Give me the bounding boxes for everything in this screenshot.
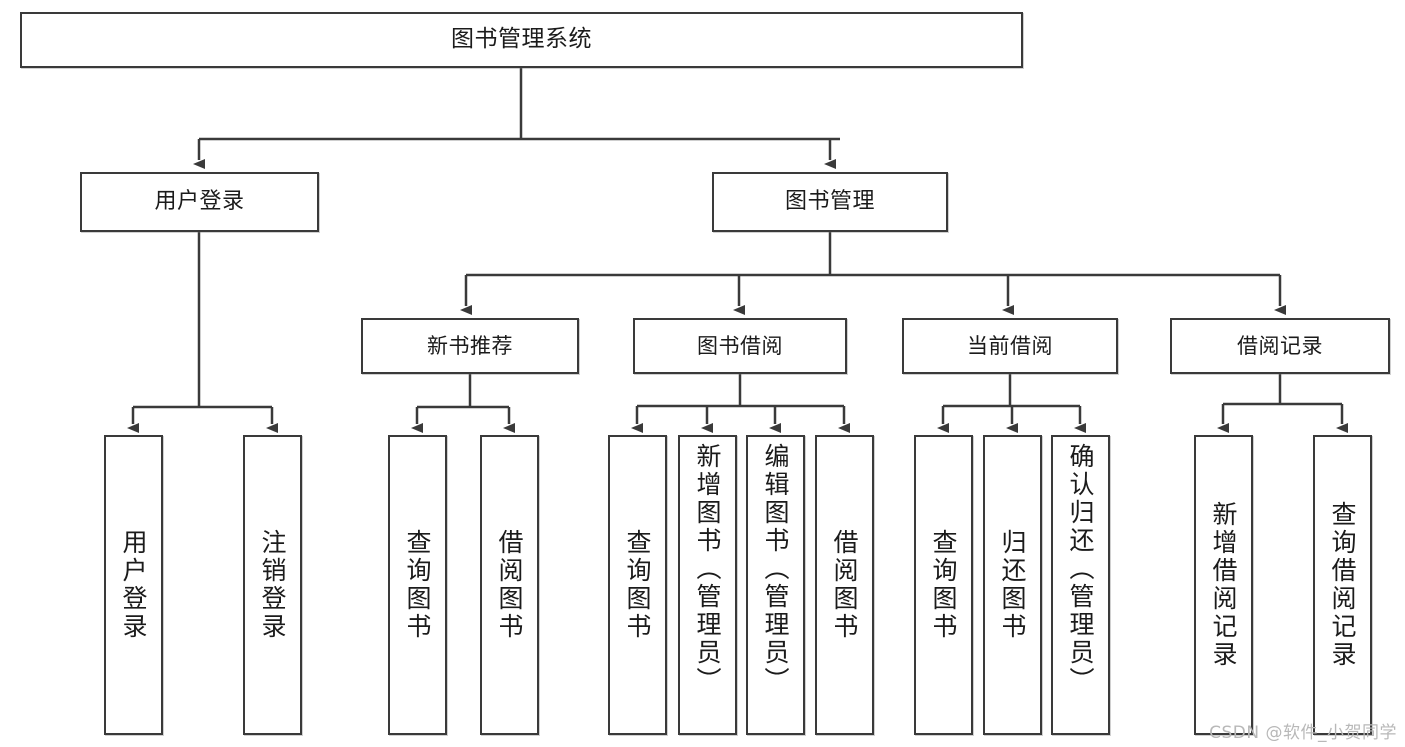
node-leaf-add-borrow-record[interactable]: 新增借阅记录	[1194, 435, 1253, 735]
node-new-book-recommend-label: 新书推荐	[427, 333, 513, 358]
leaf-text-wrap: 编辑图书（管理员）	[748, 437, 803, 733]
node-leaf-edit-book-admin[interactable]: 编辑图书（管理员）	[746, 435, 805, 735]
node-leaf-query-book-current[interactable]: 查询图书	[914, 435, 973, 735]
node-book-manage[interactable]: 图书管理	[712, 172, 948, 232]
leaf-text-wrap: 新增图书（管理员）	[680, 437, 735, 733]
leaf-text-wrap: 查询图书	[916, 437, 971, 733]
node-current-borrow-label: 当前借阅	[967, 333, 1053, 358]
node-leaf-borrow-book-recommend[interactable]: 借阅图书	[480, 435, 539, 735]
leaf-text-wrap: 新增借阅记录	[1196, 437, 1251, 733]
node-leaf-query-book-borrow-label: 查询图书	[623, 529, 652, 641]
watermark-text: CSDN @软件_小贺同学	[1209, 723, 1397, 743]
leaf-text-wrap: 用户登录	[106, 437, 161, 733]
node-current-borrow[interactable]: 当前借阅	[902, 318, 1118, 374]
node-leaf-return-book[interactable]: 归还图书	[983, 435, 1042, 735]
node-leaf-confirm-return-admin[interactable]: 确认归还（管理员）	[1051, 435, 1110, 735]
node-leaf-return-book-label: 归还图书	[998, 529, 1027, 641]
node-user-login-label: 用户登录	[154, 189, 245, 215]
node-book-manage-label: 图书管理	[784, 189, 875, 215]
node-leaf-logout-label: 注销登录	[258, 529, 287, 641]
node-borrow-record[interactable]: 借阅记录	[1170, 318, 1390, 374]
leaf-text-wrap: 查询图书	[610, 437, 665, 733]
leaf-text-wrap: 借阅图书	[817, 437, 872, 733]
node-leaf-add-borrow-record-label: 新增借阅记录	[1209, 501, 1238, 669]
leaf-text-wrap: 查询借阅记录	[1315, 437, 1370, 733]
node-leaf-query-book-recommend[interactable]: 查询图书	[388, 435, 447, 735]
node-root[interactable]: 图书管理系统	[20, 12, 1023, 68]
node-leaf-confirm-return-admin-label: 确认归还（管理员）	[1066, 443, 1095, 695]
node-book-borrow-label: 图书借阅	[697, 333, 783, 358]
node-leaf-query-book-current-label: 查询图书	[929, 529, 958, 641]
leaf-text-wrap: 归还图书	[985, 437, 1040, 733]
leaf-text-wrap: 确认归还（管理员）	[1053, 437, 1108, 733]
node-leaf-borrow-book[interactable]: 借阅图书	[815, 435, 874, 735]
node-leaf-query-borrow-record-label: 查询借阅记录	[1328, 501, 1357, 669]
node-leaf-user-login-label: 用户登录	[119, 529, 148, 641]
node-leaf-query-borrow-record[interactable]: 查询借阅记录	[1313, 435, 1372, 735]
node-root-label: 图书管理系统	[451, 26, 592, 53]
node-leaf-borrow-book-label: 借阅图书	[830, 529, 859, 641]
node-leaf-add-book-admin[interactable]: 新增图书（管理员）	[678, 435, 737, 735]
node-leaf-edit-book-admin-label: 编辑图书（管理员）	[761, 443, 790, 695]
node-leaf-query-book-recommend-label: 查询图书	[403, 529, 432, 641]
leaf-text-wrap: 借阅图书	[482, 437, 537, 733]
node-borrow-record-label: 借阅记录	[1237, 333, 1323, 358]
node-book-borrow[interactable]: 图书借阅	[633, 318, 847, 374]
node-user-login[interactable]: 用户登录	[80, 172, 319, 232]
leaf-text-wrap: 注销登录	[245, 437, 300, 733]
node-leaf-query-book-borrow[interactable]: 查询图书	[608, 435, 667, 735]
node-leaf-borrow-book-recommend-label: 借阅图书	[495, 529, 524, 641]
node-leaf-logout[interactable]: 注销登录	[243, 435, 302, 735]
node-leaf-add-book-admin-label: 新增图书（管理员）	[693, 443, 722, 695]
node-leaf-user-login[interactable]: 用户登录	[104, 435, 163, 735]
node-new-book-recommend[interactable]: 新书推荐	[361, 318, 579, 374]
leaf-text-wrap: 查询图书	[390, 437, 445, 733]
